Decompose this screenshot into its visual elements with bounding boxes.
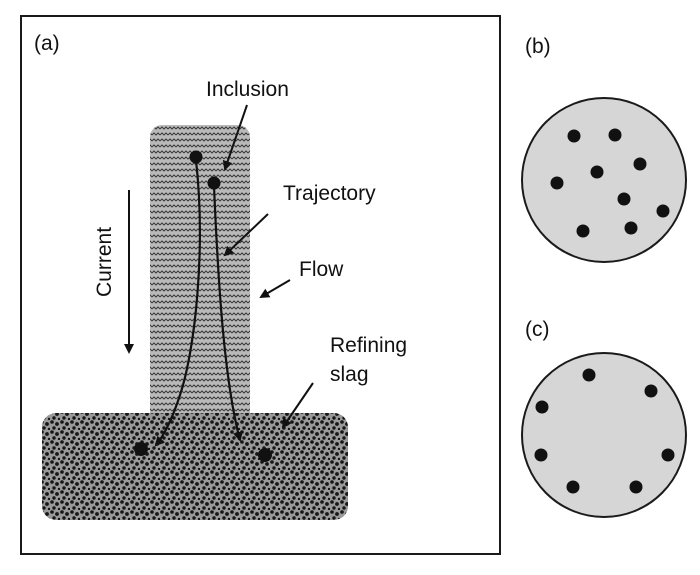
inclusion-in-slag-left <box>134 442 148 456</box>
inclusion-dot-lower <box>207 176 221 190</box>
panel-b-dot <box>550 176 564 190</box>
panel-b-dot <box>590 165 604 179</box>
panel-a-label: (a) <box>34 32 60 55</box>
panel-c-dot <box>629 480 643 494</box>
panel-b-dot <box>576 224 590 238</box>
trajectory-left <box>154 159 201 447</box>
trajectory-pointer-arrow <box>223 213 269 257</box>
electrode <box>150 125 250 425</box>
panel-b-dot <box>624 221 638 235</box>
panel-c-dot <box>534 448 548 462</box>
panel-b-inclusions <box>550 128 670 238</box>
panel-c-label: (c) <box>525 318 550 341</box>
flow-label: Flow <box>299 258 344 281</box>
panel-b-dot <box>617 192 631 206</box>
panel-b-disc <box>521 97 687 263</box>
trajectory-right <box>212 185 243 442</box>
flow-pointer-arrow <box>259 279 291 299</box>
panel-c-dot <box>535 400 549 414</box>
inclusion-dot-upper <box>189 150 203 164</box>
refining-slag-label-line1: Refining <box>330 334 407 357</box>
refining-slag-pointer-arrow <box>281 382 314 429</box>
panel-b-dot <box>656 204 670 218</box>
panel-b-dot <box>608 128 622 142</box>
panel-c-dot <box>566 480 580 494</box>
panel-c-dot <box>582 368 596 382</box>
panel-b-dot <box>567 129 581 143</box>
inclusion-label: Inclusion <box>206 78 289 101</box>
refining-slag-label-line2: slag <box>330 363 369 386</box>
panel-c-inclusions <box>534 368 675 494</box>
panel-c-disc <box>521 352 687 518</box>
panel-b-label: (b) <box>525 35 551 58</box>
panel-c-dot <box>644 384 658 398</box>
inclusion-in-slag-right <box>258 448 272 462</box>
panel-b-dot <box>633 157 647 171</box>
current-label: Current <box>93 227 116 297</box>
refining-slag-pool <box>42 413 348 520</box>
trajectory-label: Trajectory <box>283 182 376 205</box>
panel-c-dot <box>661 448 675 462</box>
inclusion-pointer-arrow <box>222 104 248 171</box>
